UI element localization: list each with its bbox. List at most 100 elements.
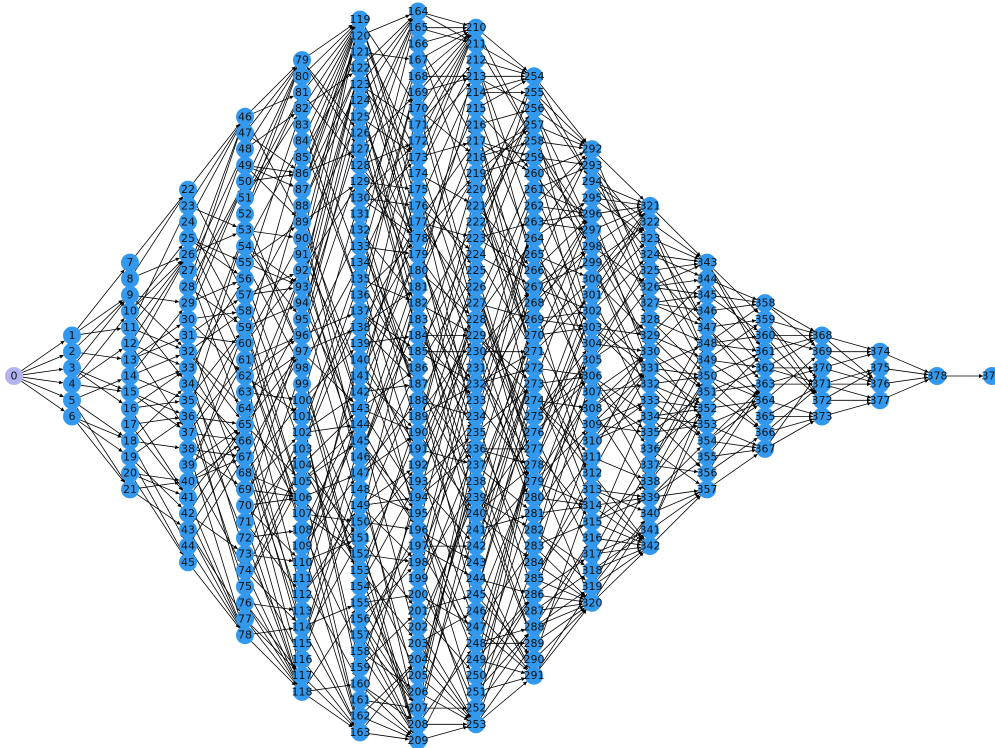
node-label: 134 xyxy=(350,256,371,269)
edge-249-277 xyxy=(478,457,533,651)
node-label: 164 xyxy=(408,5,429,18)
edge-18-34 xyxy=(136,390,182,435)
node-label: 360 xyxy=(755,329,776,342)
node-circle xyxy=(409,601,427,620)
node-circle xyxy=(409,51,427,70)
node-circle xyxy=(63,375,81,394)
node-circle xyxy=(467,407,485,426)
graph-node-355: 355 xyxy=(697,448,718,466)
edge-365-371 xyxy=(772,388,815,413)
edge-337-350 xyxy=(654,383,703,458)
node-label: 96 xyxy=(295,329,309,342)
edge-338-350 xyxy=(653,383,704,474)
graph-node-51: 51 xyxy=(236,188,254,207)
node-label: 374 xyxy=(870,345,891,358)
node-label: 92 xyxy=(295,264,309,277)
node-circle xyxy=(467,634,485,653)
edge-326-343 xyxy=(658,265,699,284)
graph-node-119: 119 xyxy=(350,10,371,29)
graph-node-317: 317 xyxy=(582,545,603,564)
graph-node-257: 257 xyxy=(524,115,545,134)
graph-node-15: 15 xyxy=(121,383,139,402)
node-circle xyxy=(236,626,254,645)
edge-282-311 xyxy=(539,463,587,524)
node-circle xyxy=(236,237,254,256)
graph-node-357: 357 xyxy=(697,480,718,499)
edge-349-359 xyxy=(714,324,758,355)
edge-59-94 xyxy=(253,306,294,325)
node-circle xyxy=(179,456,197,475)
edge-253-284 xyxy=(478,570,532,716)
node-label: 120 xyxy=(350,29,371,42)
graph-node-250: 250 xyxy=(466,666,487,685)
edge-214-254 xyxy=(484,77,526,91)
node-circle xyxy=(293,537,311,556)
graph-node-34: 34 xyxy=(179,375,197,394)
edge-17-41 xyxy=(135,431,183,491)
graph-node-80: 80 xyxy=(293,67,311,86)
node-label: 160 xyxy=(350,677,371,690)
node-label: 32 xyxy=(181,345,195,358)
edge-154-193 xyxy=(363,489,415,579)
graph-node-24: 24 xyxy=(179,213,197,232)
node-circle xyxy=(525,115,543,134)
graph-node-329: 329 xyxy=(640,326,661,345)
edge-188-226 xyxy=(421,294,473,393)
graph-node-281: 281 xyxy=(524,504,545,523)
node-label: 102 xyxy=(292,426,313,439)
edge-176-213 xyxy=(421,84,473,198)
graph-node-236: 236 xyxy=(466,439,487,458)
node-circle xyxy=(813,407,831,426)
edge-112-143 xyxy=(304,416,359,587)
edge-79-119 xyxy=(309,24,353,56)
node-circle xyxy=(525,553,543,572)
node-label: 231 xyxy=(466,361,487,374)
edge-11-23 xyxy=(133,213,185,320)
node-circle xyxy=(641,391,659,410)
edge-331-348 xyxy=(658,346,699,365)
node-circle xyxy=(409,666,427,685)
node-circle xyxy=(121,448,139,466)
node-circle xyxy=(467,245,485,264)
edge-296-321 xyxy=(600,205,642,214)
graph-node-137: 137 xyxy=(350,302,371,321)
edge-190-220 xyxy=(419,198,475,424)
graph-node-124: 124 xyxy=(350,91,371,110)
node-circle xyxy=(293,294,311,313)
edge-29-56 xyxy=(196,281,237,300)
node-label: 89 xyxy=(295,216,309,229)
node-label: 83 xyxy=(295,118,309,131)
node-circle xyxy=(293,196,311,215)
graph-node-223: 223 xyxy=(466,229,487,248)
graph-node-0: 0 xyxy=(5,367,23,385)
node-circle xyxy=(179,407,197,426)
edge-103-137 xyxy=(305,319,357,441)
node-label: 187 xyxy=(408,378,429,391)
graph-node-2: 2 xyxy=(63,342,81,361)
edge-164-210 xyxy=(426,13,468,27)
node-circle xyxy=(583,496,601,515)
node-circle xyxy=(179,488,197,507)
graph-node-260: 260 xyxy=(524,164,545,183)
edge-0-3 xyxy=(22,367,64,376)
edge-61-96 xyxy=(253,338,294,357)
graph-node-222: 222 xyxy=(466,213,487,232)
node-circle xyxy=(409,148,427,167)
graph-node-175: 175 xyxy=(408,180,429,199)
graph-node-212: 212 xyxy=(466,51,487,70)
edge-271-296 xyxy=(537,222,589,344)
edge-198-229 xyxy=(419,344,475,554)
edge-256-297 xyxy=(537,116,589,223)
edge-181-212 xyxy=(419,68,475,279)
graph-node-319: 319 xyxy=(582,577,603,596)
node-circle xyxy=(293,472,311,491)
node-circle xyxy=(467,537,485,556)
edge-328-348 xyxy=(658,322,699,341)
node-circle xyxy=(293,148,311,167)
node-circle xyxy=(583,302,601,321)
node-circle xyxy=(409,67,427,86)
graph-node-249: 249 xyxy=(466,650,487,669)
node-circle xyxy=(179,342,197,361)
node-label: 107 xyxy=(292,507,313,520)
node-circle xyxy=(409,115,427,134)
